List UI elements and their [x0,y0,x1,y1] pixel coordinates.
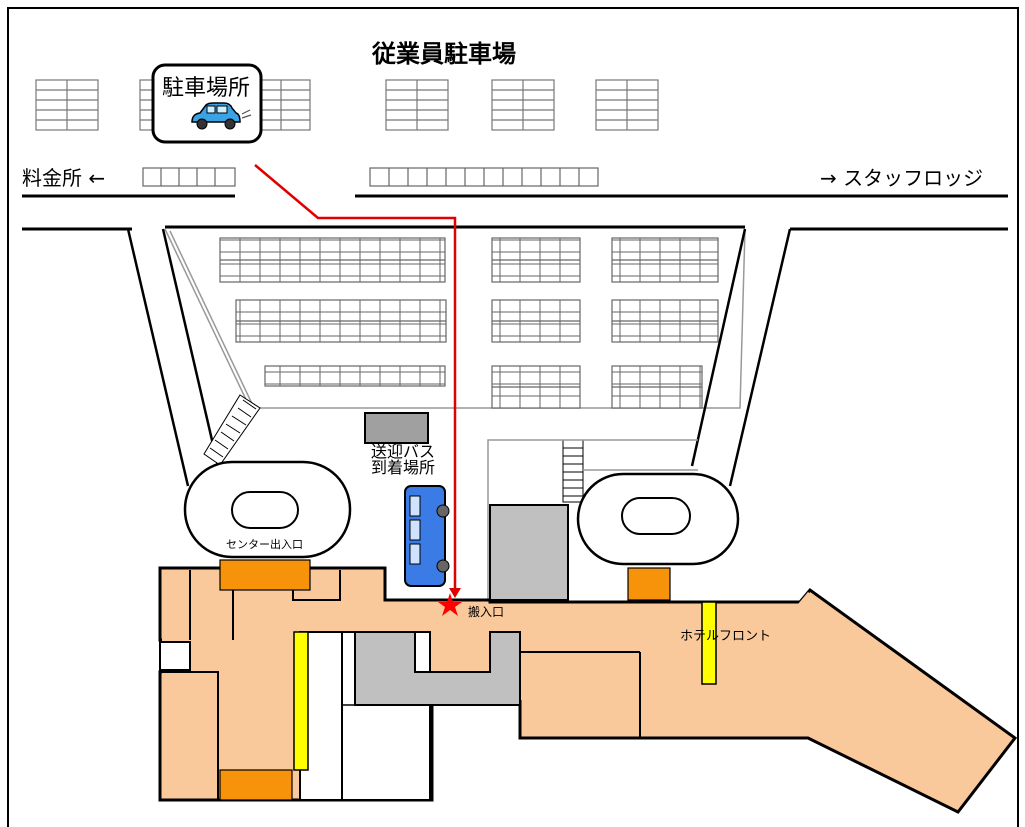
top-parking-lots [35,79,659,131]
bus-shelter [364,412,429,444]
roadside-lots [142,167,599,187]
left-road-label: 料金所 ← [22,166,105,190]
entrance-doors [219,559,671,801]
hotel-front-label: ホテルフロント [680,629,771,644]
gray-areas [354,504,569,706]
service-lane [487,439,698,600]
parking-badge: 駐車場所 [151,63,263,144]
bus-stop-label-1: 送迎バス [371,442,435,461]
star-marker-icon [438,593,462,616]
loading-entrance-label: 搬入口 [468,604,504,619]
stairs-icon [562,439,584,503]
map-border [7,7,1019,827]
map-title: 従業員駐車場 [371,40,516,68]
left-roundabout: センター出入口 [183,460,352,559]
roads [22,194,1008,231]
bus-icon [404,485,450,587]
stairs-icon [203,394,261,466]
center-entrance-label: センター出入口 [226,537,303,551]
lot-edge-right [690,228,747,467]
bus-stop-label-2: 到着場所 [371,458,435,477]
lot-edge-outer-right [728,228,792,487]
right-roundabout [576,472,740,566]
parking-badge-label: 駐車場所 [162,76,250,101]
right-road-label: → スタッフロッジ [820,166,983,190]
lot-edge-inner-left [161,228,220,467]
route-arrow-head [449,588,461,598]
white-alcove [159,641,191,671]
lot-edge-left [126,228,190,487]
main-parking-lots [219,237,719,409]
car-icon [191,102,252,130]
counter-left [293,631,309,771]
route-path [254,164,457,595]
counter-hotel-front [701,601,717,685]
